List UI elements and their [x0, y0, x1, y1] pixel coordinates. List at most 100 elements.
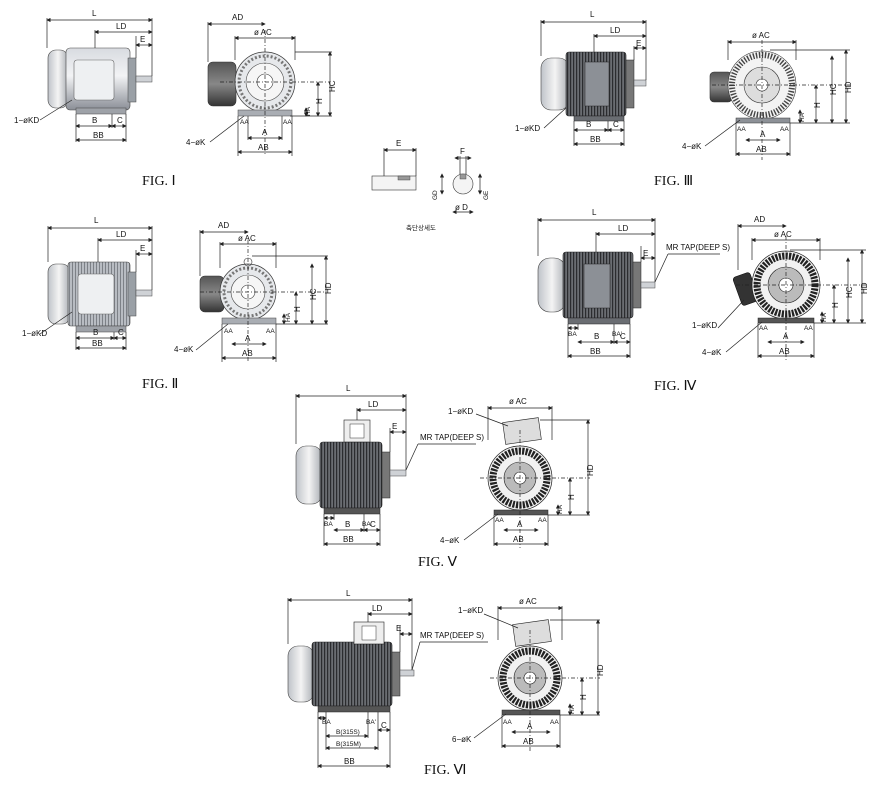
fig2-dim-B: B — [93, 328, 98, 337]
fig4-dim-BAp: BA' — [612, 331, 622, 338]
fig1-front-view: AD ø AC HC H HA AA AA A AB 4−øK — [186, 13, 337, 156]
fig6-dim-C: C — [381, 721, 387, 730]
fig4-dim-B: B — [594, 332, 599, 341]
fig6-dim-BA: BA — [322, 719, 331, 726]
fig2-side-view: L LD E B C BB 1−øKD — [22, 216, 153, 351]
fig5-dim-AA-right: AA — [538, 517, 547, 524]
fig3-caption: FIG. Ⅲ — [654, 174, 693, 189]
shaft-dim-F: F — [460, 147, 465, 156]
fig4-dim-HD: HD — [860, 282, 869, 294]
shaft-dim-GD: GD — [432, 190, 439, 200]
fig5-dim-C: C — [370, 520, 376, 529]
fig3-dim-H: H — [813, 102, 822, 108]
fig3-dim-AC: ø AC — [752, 31, 770, 40]
fig5-dim-A: A — [517, 520, 523, 529]
fig6-dim-H: H — [579, 694, 588, 700]
fig2-dim-HD: HD — [324, 282, 333, 294]
fig1-dim-L: L — [92, 9, 97, 18]
fig6-dim-A: A — [527, 722, 533, 731]
fig2-dim-K: 4−øK — [174, 345, 194, 354]
fig4-dim-H: H — [831, 302, 840, 308]
fig2-dim-AA-right: AA — [266, 328, 275, 335]
fig3-dim-L: L — [590, 10, 595, 19]
fig1-dim-LD: LD — [116, 22, 126, 31]
fig6-front-view: ø AC 1−øKD HD H HA AA AA A AB 6−øK — [452, 597, 605, 752]
fig4-dim-E: E — [643, 249, 648, 258]
fig3-dim-LD: LD — [610, 26, 620, 35]
fig2-dim-HC: HC — [309, 288, 318, 300]
fig5-dim-H: H — [567, 494, 576, 500]
fig6-dim-AC: ø AC — [519, 597, 537, 606]
fig3-dim-B: B — [586, 120, 591, 129]
fig6-caption: FIG. Ⅵ — [424, 763, 466, 778]
fig6-dim-AA-right: AA — [550, 719, 559, 726]
fig5-caption: FIG. Ⅴ — [418, 555, 458, 570]
fig6-dim-BAp: BA' — [366, 719, 376, 726]
fig4-dim-BB: BB — [590, 347, 601, 356]
fig5-side-view: L LD E MR TAP(DEEP S) BA BA' B C BB — [295, 384, 484, 547]
fig1-dim-H: H — [315, 98, 324, 104]
fig5-front-view: ø AC 1−øKD HD H HA AA AA A AB 4−øK — [440, 397, 595, 548]
fig6-mr-tap: MR TAP(DEEP S) — [420, 631, 484, 640]
fig5-dim-AB: AB — [513, 535, 524, 544]
fig5-dim-AC: ø AC — [509, 397, 527, 406]
fig4-dim-HA: HA — [821, 312, 828, 322]
fig5-dim-BA: BA — [324, 521, 333, 528]
shaft-dim-D: ø D — [455, 203, 468, 212]
fig4-dim-KD: 1−øKD — [692, 321, 717, 330]
fig5-dim-KD: 1−øKD — [448, 407, 473, 416]
fig2-dim-AA-left: AA — [224, 328, 233, 335]
fig3-dim-HA: HA — [799, 112, 806, 122]
fig6-dim-HA: HA — [569, 704, 576, 714]
fig5-dim-L: L — [346, 384, 351, 393]
fig4-dim-L: L — [592, 208, 597, 217]
fig5-mr-tap: MR TAP(DEEP S) — [420, 433, 484, 442]
fig2-front-view: AD ø AC HD HC H HA AA AA A AB 4−øK — [174, 221, 333, 362]
fig3-dim-AA-right: AA — [780, 126, 789, 133]
fig1-caption: FIG. Ⅰ — [142, 174, 176, 189]
fig2-dim-L: L — [94, 216, 99, 225]
fig4-dim-AD: AD — [754, 215, 765, 224]
fig6-dim-E: E — [396, 624, 401, 633]
fig1-dim-B: B — [92, 116, 97, 125]
fig5-dim-E: E — [392, 422, 397, 431]
fig1-dim-C: C — [117, 116, 123, 125]
fig6-dim-L: L — [346, 589, 351, 598]
fig4-mr-tap: MR TAP(DEEP S) — [666, 243, 730, 252]
fig1-dim-AD: AD — [232, 13, 243, 22]
fig2-dim-C: C — [118, 328, 124, 337]
fig1-dim-A: A — [262, 128, 268, 137]
fig5-dim-HA: HA — [557, 504, 564, 514]
fig4-dim-BA: BA — [568, 331, 577, 338]
fig5-dim-B: B — [345, 520, 350, 529]
fig4-dim-AC: ø AC — [774, 230, 792, 239]
fig3-dim-AB: AB — [756, 145, 767, 154]
fig4-dim-AA-left: AA — [759, 325, 768, 332]
fig2-dim-HA: HA — [285, 312, 292, 322]
fig5-dim-HD: HD — [586, 464, 595, 476]
fig2-dim-BB: BB — [92, 339, 103, 348]
fig6-dim-KD: 1−øKD — [458, 606, 483, 615]
fig4-dim-LD: LD — [618, 224, 628, 233]
shaft-dim-GE: GE — [483, 190, 490, 200]
fig1-dim-AA-left: AA — [240, 119, 249, 126]
fig4-caption: FIG. Ⅳ — [654, 379, 697, 394]
fig5-dim-BAp: BA' — [362, 521, 372, 528]
fig2-dim-KD: 1−øKD — [22, 329, 47, 338]
fig3-dim-HD: HD — [844, 81, 853, 93]
fig3-dim-C: C — [613, 120, 619, 129]
fig1-dim-BB: BB — [93, 131, 104, 140]
shaft-caption: 축단상세도 — [406, 223, 436, 232]
fig6-dim-AB: AB — [523, 737, 534, 746]
fig4-dim-A: A — [783, 332, 789, 341]
fig5-dim-BB: BB — [343, 535, 354, 544]
fig3-front-view: ø AC HD HC H HA AA AA A AB 4−øK — [682, 31, 853, 160]
fig1-dim-E: E — [140, 35, 145, 44]
fig4-dim-K: 4−øK — [702, 348, 722, 357]
fig2-dim-AB: AB — [242, 349, 253, 358]
fig4-dim-C: C — [620, 332, 626, 341]
fig1-dim-AC: ø AC — [254, 28, 272, 37]
fig3-dim-E: E — [636, 39, 641, 48]
fig6-dim-BB: BB — [344, 757, 355, 766]
